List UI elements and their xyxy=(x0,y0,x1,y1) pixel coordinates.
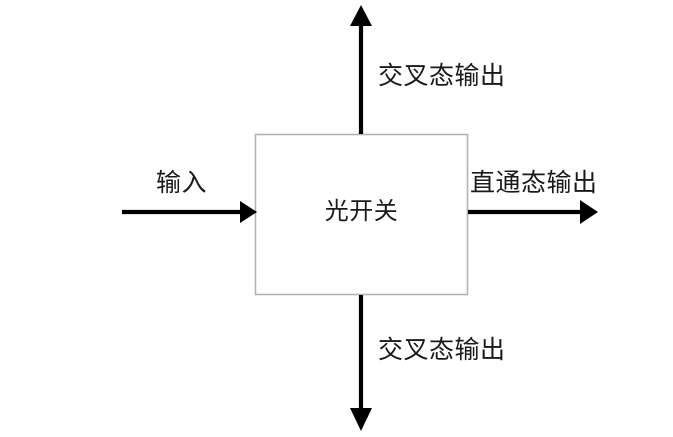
through-state-output-arrow-right xyxy=(468,200,598,224)
cross-state-output-label-top: 交叉态输出 xyxy=(378,63,506,90)
optical-switch-block xyxy=(254,133,469,296)
through-state-output-label: 直通态输出 xyxy=(470,170,598,197)
optical-switch-block-label: 光开关 xyxy=(324,199,399,225)
input-label: 输入 xyxy=(156,170,208,197)
input-arrow xyxy=(122,201,257,223)
cross-state-output-arrow-top xyxy=(350,5,372,134)
cross-state-output-label-bottom: 交叉态输出 xyxy=(378,337,506,364)
cross-state-output-arrow-bottom xyxy=(350,295,372,431)
